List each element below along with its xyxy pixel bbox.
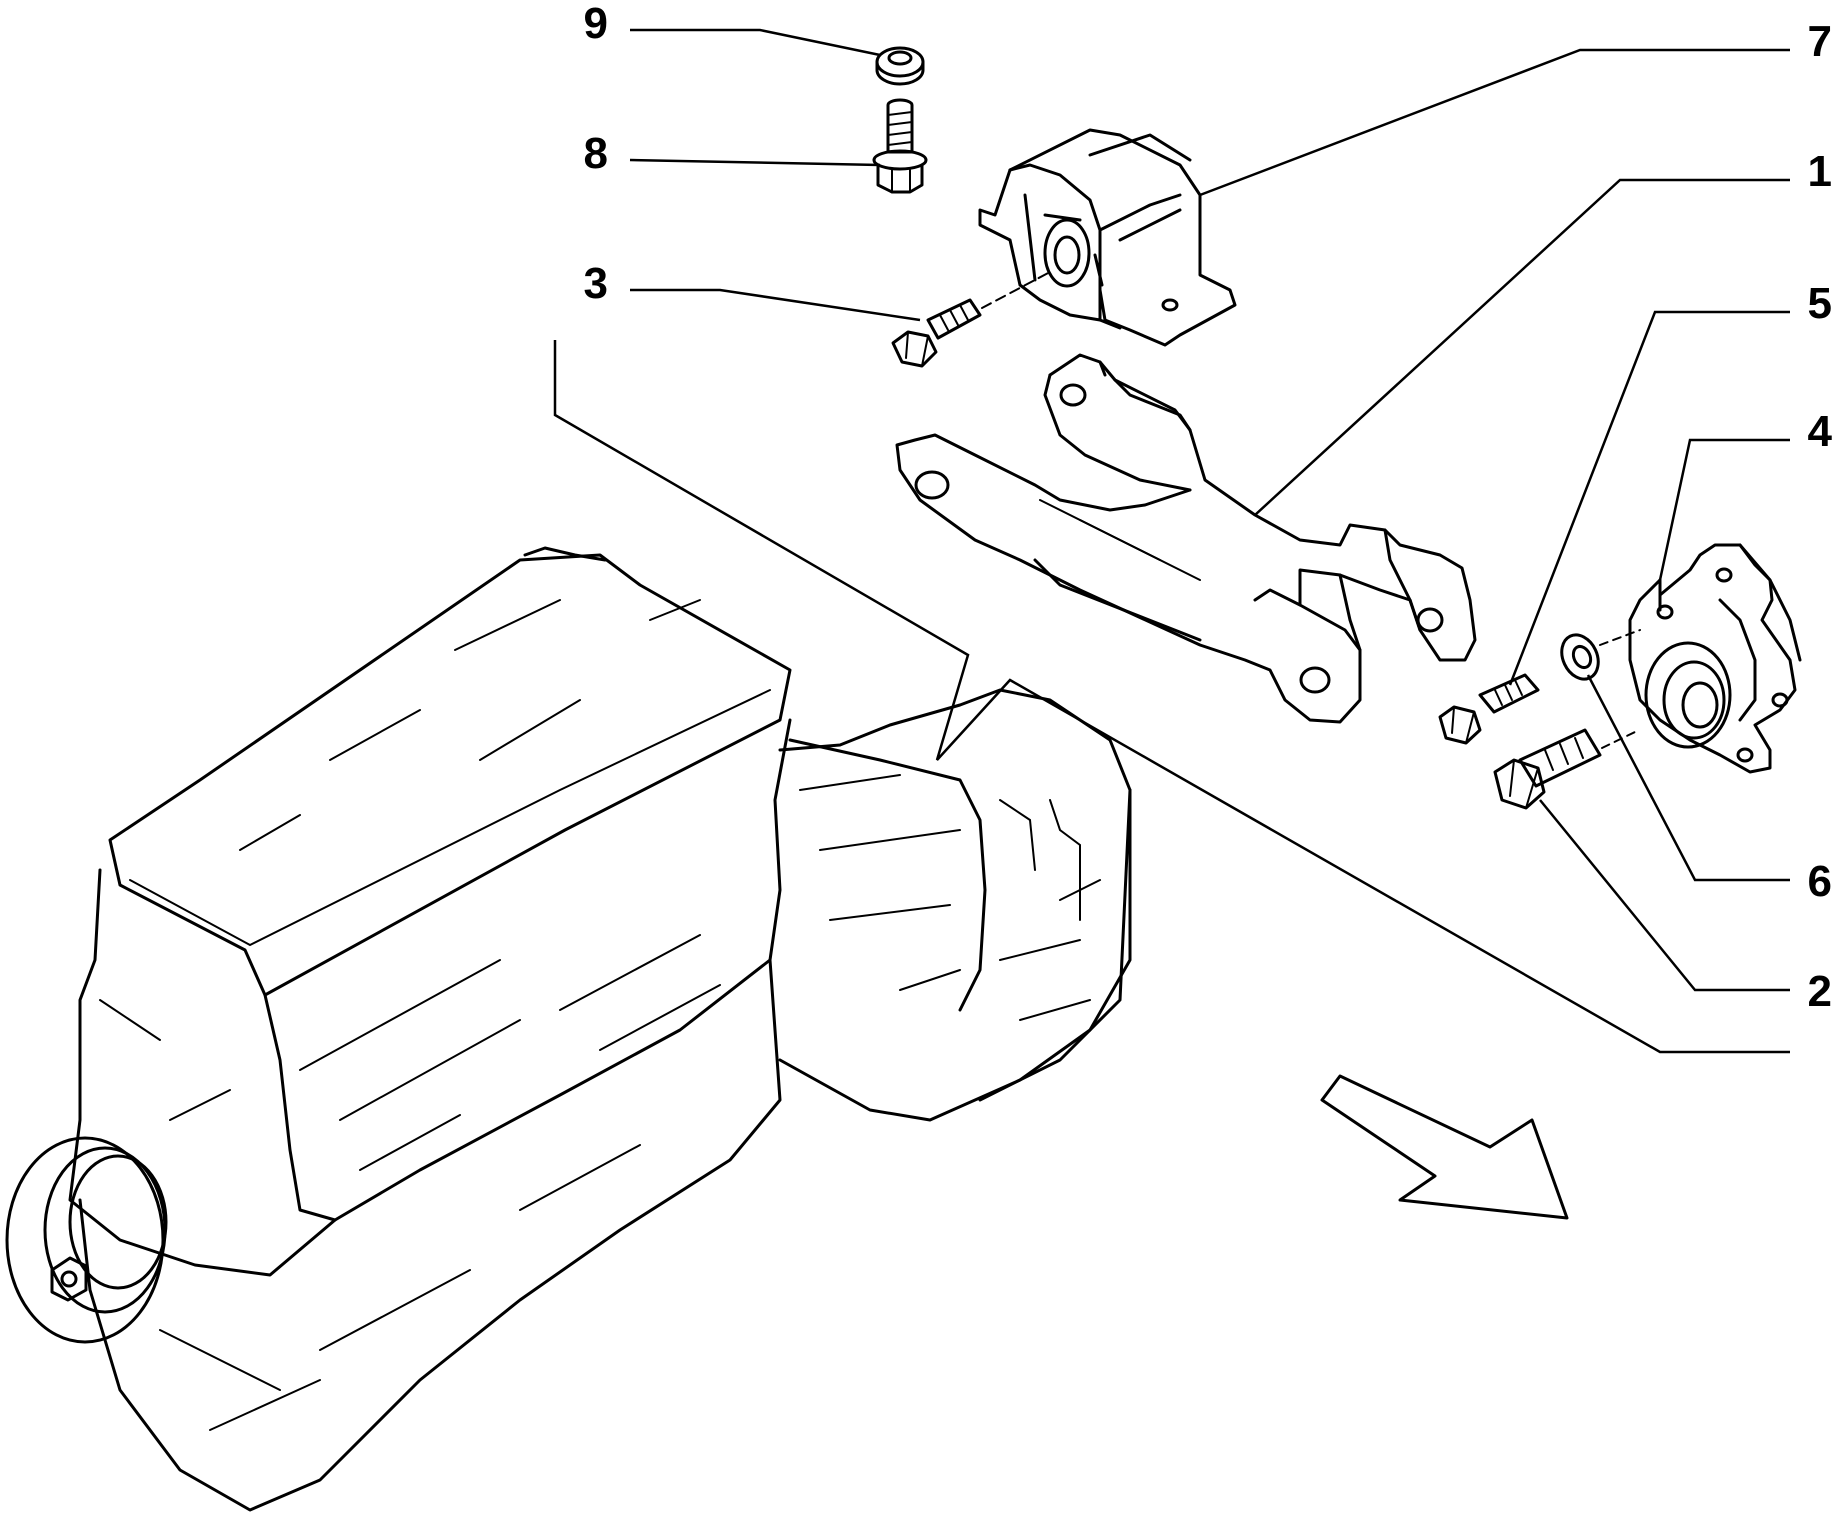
callout-2: 2 — [1808, 967, 1832, 1016]
callout-8: 8 — [584, 129, 608, 178]
part-bolt-2 — [1493, 728, 1636, 810]
callout-1: 1 — [1808, 147, 1832, 196]
part-washer-9 — [875, 46, 925, 86]
part-bolt-3 — [891, 271, 1051, 368]
part-mount-4 — [1628, 543, 1802, 774]
part-washer-6 — [1560, 629, 1641, 681]
detail-frame-lines — [553, 340, 1790, 1054]
part-bolt-5 — [1438, 673, 1540, 745]
leader-lines — [629, 28, 1790, 992]
part-bracket-1 — [895, 353, 1477, 724]
engine-block — [5, 546, 1132, 1512]
callout-4: 4 — [1808, 407, 1833, 456]
arrow-right-down-icon — [1320, 1074, 1569, 1220]
part-bolt-8 — [872, 98, 928, 194]
callout-6: 6 — [1808, 857, 1832, 906]
callout-3: 3 — [584, 259, 608, 308]
part-engine-mount-7 — [978, 128, 1237, 347]
callout-9: 9 — [584, 0, 608, 48]
callout-7: 7 — [1808, 17, 1832, 66]
callout-5: 5 — [1808, 279, 1832, 328]
callout-labels: 9 8 3 7 1 5 4 6 2 — [584, 0, 1833, 1016]
